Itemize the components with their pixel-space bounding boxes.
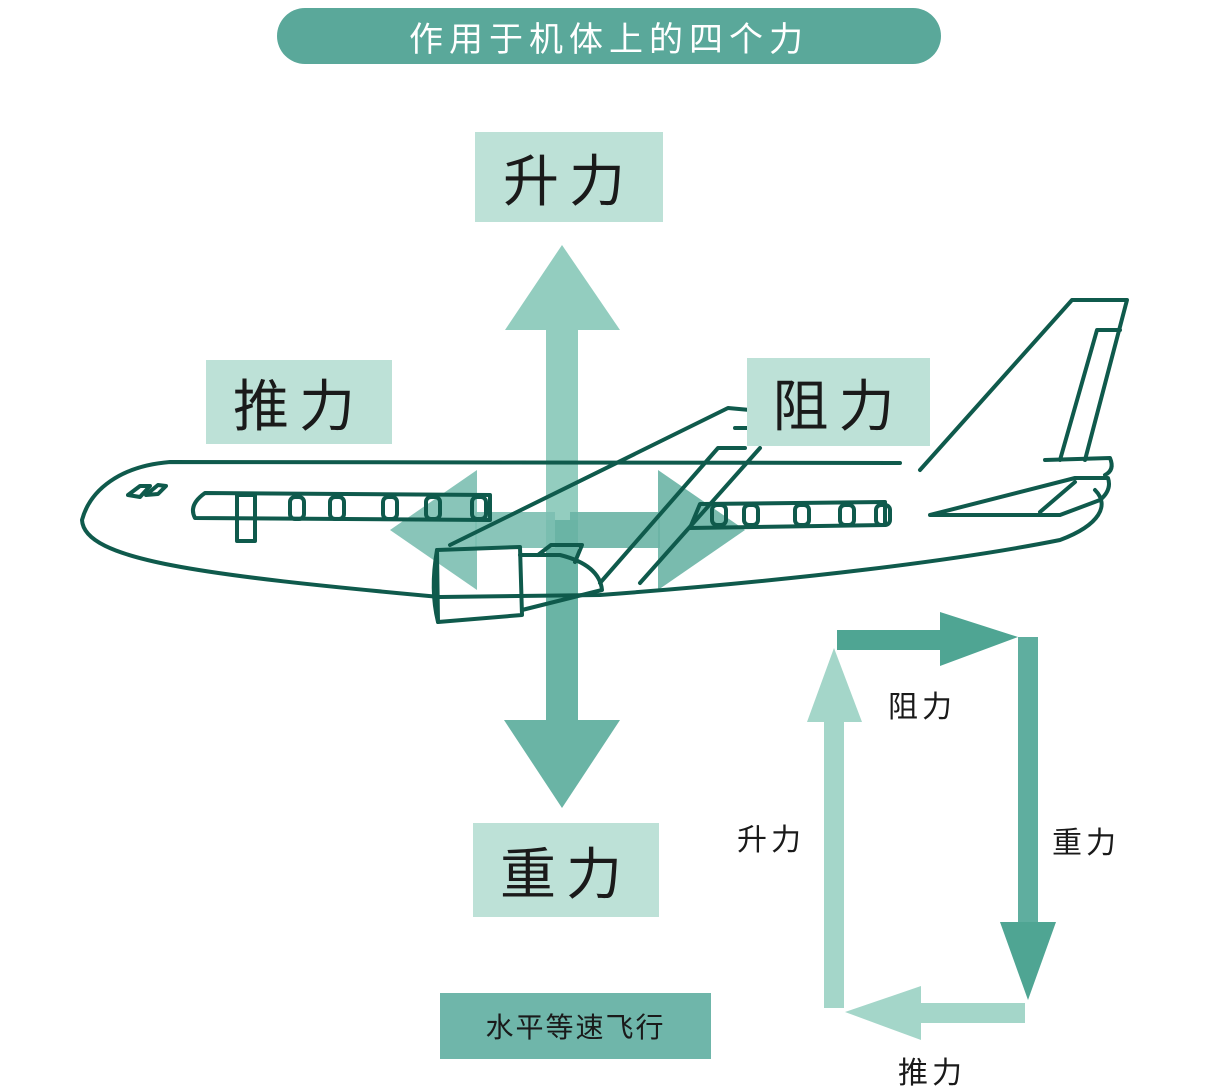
balance-gravity-arrow xyxy=(1000,637,1056,1000)
balance-lift-label: 升力 xyxy=(737,823,805,858)
thrust-label: 推力 xyxy=(206,360,392,444)
thrust-arrow xyxy=(390,470,555,590)
balance-thrust-label: 推力 xyxy=(898,1056,966,1091)
lift-arrow xyxy=(505,245,620,528)
airplane-illustration xyxy=(80,298,1129,624)
balance-drag-label: 阻力 xyxy=(888,690,956,725)
caption-level-flight: 水平等速飞行 xyxy=(440,993,711,1059)
lift-label: 升力 xyxy=(475,132,663,222)
balance-gravity-label: 重力 xyxy=(1052,826,1120,861)
balance-drag-arrow xyxy=(837,612,1018,666)
balance-thrust-arrow xyxy=(845,986,1025,1040)
balance-lift-arrow xyxy=(807,648,862,1008)
drag-label: 阻力 xyxy=(747,358,930,446)
gravity-label: 重力 xyxy=(473,823,659,917)
diagram-title: 作用于机体上的四个力 xyxy=(277,8,941,64)
